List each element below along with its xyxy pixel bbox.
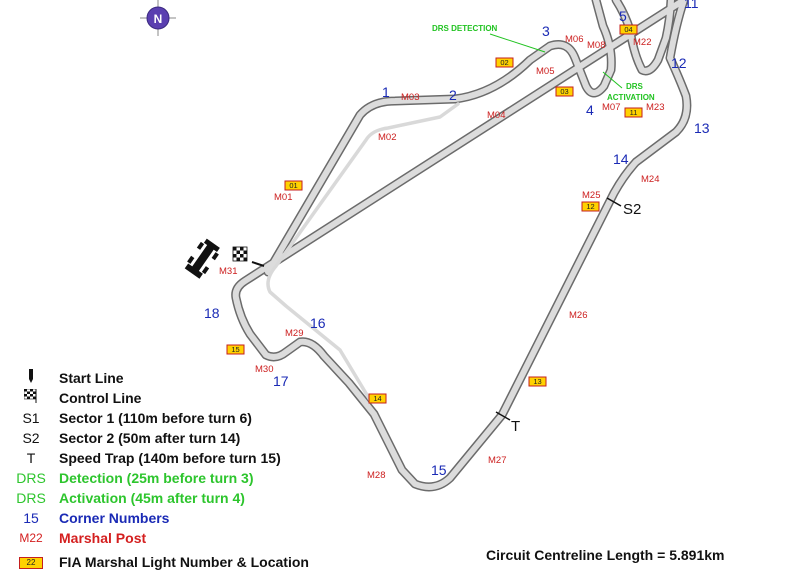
marshal-post: M29	[285, 328, 303, 339]
svg-text:03: 03	[560, 87, 568, 96]
track-surface	[232, 0, 690, 490]
legend-label: Activation (45m after turn 4)	[59, 490, 245, 506]
svg-text:14: 14	[373, 394, 381, 403]
corner-number: 16	[310, 315, 326, 331]
speed-trap-line	[495, 411, 511, 421]
corner-number: 14	[613, 151, 629, 167]
marshal-light: 01	[284, 180, 303, 191]
corner-number: 11	[684, 0, 699, 11]
marshal-light: 13	[528, 376, 547, 387]
legend-symbol: 22	[14, 552, 48, 572]
legend-symbol: S1	[22, 410, 40, 426]
drs-activation-label-1: DRS	[626, 82, 644, 91]
car-icon	[184, 238, 220, 279]
corner-number: 12	[671, 55, 687, 71]
legend-row: 22 FIA Marshal Light Number & Location	[14, 552, 414, 572]
corner-number: 5	[619, 8, 627, 24]
legend-row: T Speed Trap (140m before turn 15)	[14, 448, 414, 468]
north-compass-icon: N	[140, 0, 176, 36]
legend-symbol: T	[26, 450, 36, 466]
legend-row: DRS Activation (45m after turn 4)	[14, 488, 414, 508]
start-line-icon	[14, 368, 48, 388]
marshal-light: 04	[619, 24, 638, 35]
pit-lane	[266, 102, 460, 402]
chequered-flag-icon	[232, 246, 248, 262]
legend-label: Corner Numbers	[59, 510, 170, 526]
corner-number: 1	[382, 84, 390, 100]
marshal-post: M08	[587, 40, 605, 51]
corner-number: 17	[273, 373, 289, 389]
svg-text:13: 13	[533, 377, 541, 386]
drs-activation-line	[602, 71, 623, 89]
legend-symbol: 15	[23, 510, 39, 526]
marshal-post: M06	[565, 34, 583, 45]
corner-number: 15	[431, 462, 447, 478]
legend-label: Speed Trap (140m before turn 15)	[59, 450, 281, 466]
marshal-post: M24	[641, 174, 659, 185]
legend-row: 15 Corner Numbers	[14, 508, 414, 528]
svg-text:11: 11	[630, 108, 638, 117]
marshal-post: M26	[569, 310, 587, 321]
marshal-post: M03	[401, 92, 419, 103]
legend-row: Start Line	[14, 368, 414, 388]
marshal-post: M04	[487, 110, 505, 121]
corner-number: 13	[694, 120, 710, 136]
legend-row: DRS Detection (25m before turn 3)	[14, 468, 414, 488]
legend-label: Sector 1 (110m before turn 6)	[59, 410, 252, 426]
legend: Start Line Control Line S1 Sector 1 (110…	[14, 368, 414, 572]
legend-row: Control Line	[14, 388, 414, 408]
marshal-post: M02	[378, 132, 396, 143]
circuit-length: Circuit Centreline Length = 5.891km	[486, 547, 725, 563]
marshal-post: M25	[582, 190, 600, 201]
legend-label: FIA Marshal Light Number & Location	[59, 554, 309, 570]
marshal-post: M23	[646, 102, 664, 113]
corner-number: 4	[586, 102, 594, 118]
marshal-post: M07	[602, 102, 620, 113]
speed-trap-label: T	[511, 418, 520, 435]
marshal-post: M31	[219, 266, 237, 277]
legend-symbol: DRS	[16, 490, 46, 506]
legend-symbol: S2	[22, 430, 40, 446]
marshal-light: 12	[581, 201, 600, 212]
legend-label: Start Line	[59, 370, 124, 386]
control-line-icon	[14, 388, 48, 408]
corner-number: 3	[542, 23, 550, 39]
marshal-post: M05	[536, 66, 554, 77]
drs-activation-label-2: ACTIVATION	[607, 93, 655, 102]
marshal-light: 14	[368, 393, 387, 404]
svg-text:04: 04	[624, 25, 632, 34]
corner-number: 2	[449, 87, 457, 103]
legend-label: Control Line	[59, 390, 142, 406]
legend-row: S2 Sector 2 (50m after turn 14)	[14, 428, 414, 448]
control-line	[251, 261, 265, 267]
drs-detection-label: DRS DETECTION	[432, 24, 498, 33]
svg-text:12: 12	[586, 202, 594, 211]
svg-text:15: 15	[231, 345, 239, 354]
marshal-post: M30	[255, 364, 273, 375]
marshal-post: M27	[488, 455, 506, 466]
marshal-light: 15	[226, 344, 245, 355]
marshal-light: 03	[555, 86, 574, 97]
legend-label: Sector 2 (50m after turn 14)	[59, 430, 241, 446]
legend-label: Detection (25m before turn 3)	[59, 470, 254, 486]
marshal-light-icon: 22	[19, 557, 43, 570]
marshal-post: M01	[274, 192, 292, 203]
legend-symbol: M22	[19, 531, 43, 545]
north-label: N	[154, 12, 163, 26]
legend-label: Marshal Post	[59, 530, 147, 546]
drs-detection-line	[489, 33, 546, 53]
sector2-label: S2	[623, 201, 641, 218]
marshal-post: M28	[367, 470, 385, 481]
marshal-light: 11	[624, 107, 643, 118]
legend-symbol: DRS	[16, 470, 46, 486]
legend-row: M22 Marshal Post	[14, 528, 414, 548]
svg-text:01: 01	[289, 181, 297, 190]
corner-number: 18	[204, 305, 220, 321]
svg-text:02: 02	[500, 58, 508, 67]
marshal-light: 02	[495, 57, 514, 68]
marshal-post: M22	[633, 37, 651, 48]
legend-row: S1 Sector 1 (110m before turn 6)	[14, 408, 414, 428]
sector2-line	[606, 197, 622, 207]
